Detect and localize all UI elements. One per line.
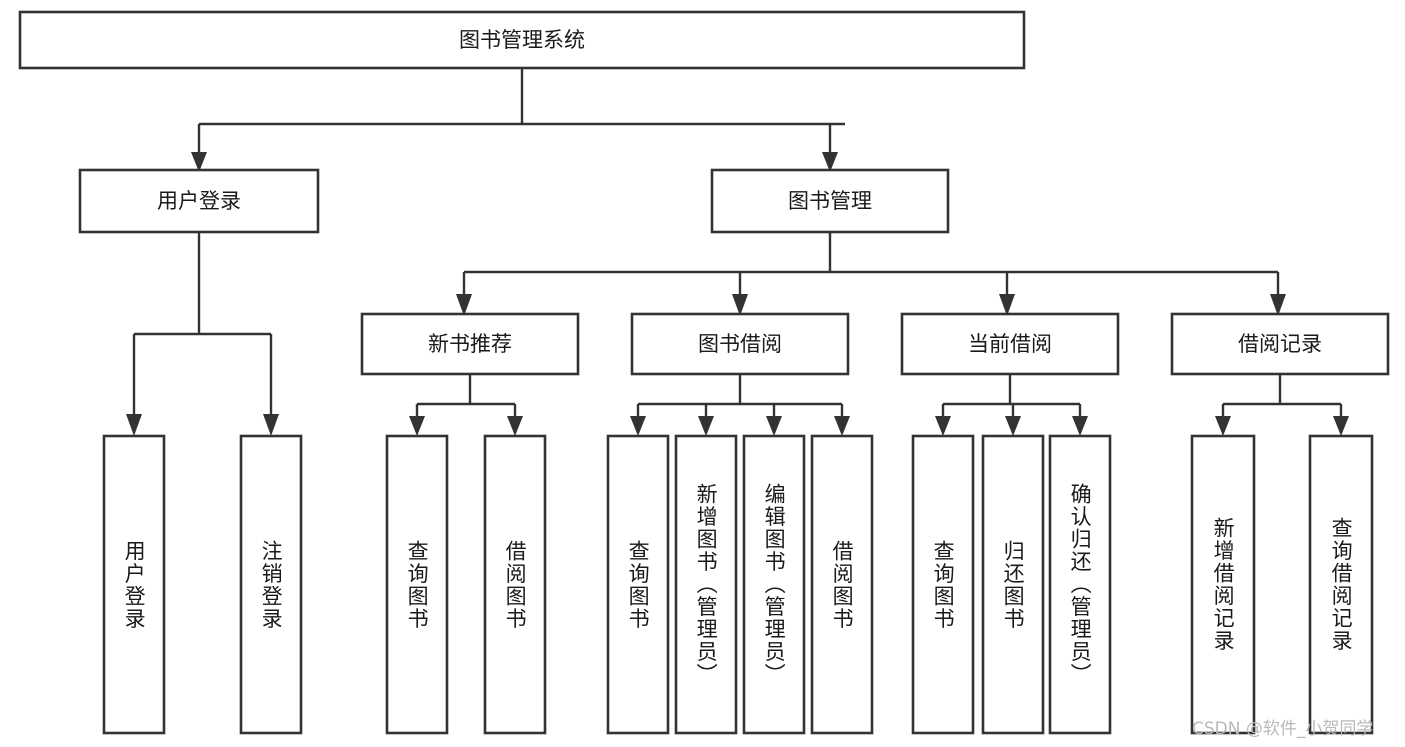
edge-group-book-manage [456, 232, 1286, 316]
csdn-watermark: CSDN @软件_小贺同学 [1192, 719, 1374, 739]
edge-group-root [191, 68, 845, 172]
arrowhead-borrow-record [1270, 294, 1286, 316]
node-root-label: 图书管理系统 [459, 28, 585, 52]
node-current-borrow[interactable]: 当前借阅 [900, 312, 1120, 376]
node-leaf-borrow-book-box[interactable] [810, 434, 874, 735]
arrowhead-book-manage [822, 152, 838, 172]
node-book-manage[interactable]: 图书管理 [710, 168, 950, 234]
node-user-login-label: 用户登录 [157, 189, 241, 213]
node-new-book-recommend-label: 新书推荐 [428, 332, 512, 356]
arrowhead-leaf-query-book-recommend [409, 416, 425, 436]
node-borrow-record-box[interactable] [1170, 312, 1390, 376]
edge-group-user-login [126, 232, 279, 436]
node-leaf-confirm-return-box[interactable] [1048, 434, 1112, 735]
arrowhead-leaf-add-book [698, 416, 714, 436]
arrowhead-leaf-confirm-return [1072, 416, 1088, 436]
arrowhead-leaf-user-login [126, 414, 142, 436]
node-user-login[interactable]: 用户登录 [78, 168, 320, 234]
edge-group-current-borrow [935, 374, 1088, 436]
node-root-box[interactable] [18, 10, 1026, 70]
node-leaf-borrow-book-recommend-box[interactable] [483, 434, 547, 735]
node-leaf-query-book-current-box[interactable] [911, 434, 975, 735]
arrowhead-book-borrow [732, 294, 748, 316]
node-leaf-edit-book-box[interactable] [742, 434, 806, 735]
arrowhead-leaf-query-borrow-record [1333, 416, 1349, 436]
node-book-borrow-label: 图书借阅 [698, 332, 782, 356]
node-borrow-record-label: 借阅记录 [1238, 332, 1322, 356]
arrowhead-new-book-recommend [456, 294, 472, 316]
node-leaf-query-borrow-record-box[interactable] [1308, 434, 1374, 735]
node-book-manage-box[interactable] [710, 168, 950, 234]
arrowhead-leaf-borrow-book [834, 416, 850, 436]
node-leaf-return-book-box[interactable] [981, 434, 1045, 735]
arrowhead-leaf-borrow-book-recommend [507, 416, 523, 436]
node-leaf-user-login-box[interactable] [102, 434, 166, 735]
node-current-borrow-box[interactable] [900, 312, 1120, 376]
node-new-book-recommend[interactable]: 新书推荐 [360, 312, 580, 376]
arrowhead-leaf-user-logout [263, 414, 279, 436]
node-book-borrow-box[interactable] [630, 312, 850, 376]
node-leaf-add-book-box[interactable] [674, 434, 738, 735]
arrowhead-current-borrow [999, 294, 1015, 316]
node-book-manage-label: 图书管理 [788, 189, 872, 213]
node-new-book-recommend-box[interactable] [360, 312, 580, 376]
arrowhead-leaf-return-book [1005, 416, 1021, 436]
edge-group-book-borrow [630, 374, 850, 436]
node-leaf-user-logout-box[interactable] [239, 434, 303, 735]
edge-group-borrow-record [1215, 374, 1349, 436]
arrowhead-leaf-query-book-borrow [630, 416, 646, 436]
node-user-login-box[interactable] [78, 168, 320, 234]
arrowhead-leaf-query-book-current [935, 416, 951, 436]
node-book-borrow[interactable]: 图书借阅 [630, 312, 850, 376]
edge-group-new-book-recommend [409, 374, 523, 436]
node-leaf-add-borrow-record-box[interactable] [1190, 434, 1256, 735]
arrowhead-user-login [191, 152, 207, 172]
arrowhead-leaf-edit-book [766, 416, 782, 436]
node-borrow-record[interactable]: 借阅记录 [1170, 312, 1390, 376]
node-leaf-query-book-recommend-box[interactable] [385, 434, 449, 735]
node-current-borrow-label: 当前借阅 [968, 332, 1052, 356]
arrowhead-leaf-add-borrow-record [1215, 416, 1231, 436]
node-leaf-query-book-borrow-box[interactable] [606, 434, 670, 735]
node-root[interactable]: 图书管理系统 [18, 10, 1026, 70]
